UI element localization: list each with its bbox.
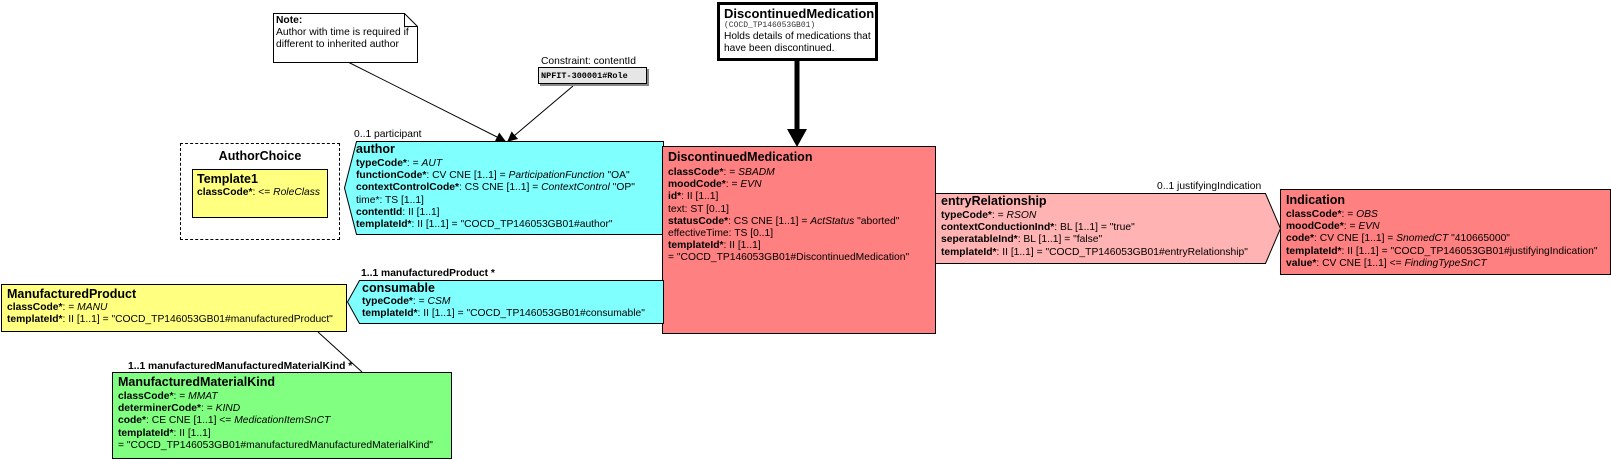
constraint-connector [507, 85, 574, 142]
template1-class-code: classCode*: <= RoleClass [197, 187, 321, 198]
author-box: author typeCode*: = AUT functionCode*: C… [356, 142, 656, 231]
entry-assoc-label: 0..1 justifyingIndication [1157, 181, 1262, 192]
entry-title: entryRelationship [941, 194, 1047, 208]
indication-class-code: classCode*: = OBS [1286, 209, 1378, 220]
main-template-id-value: = "COCD_TP146053GB01#DiscontinuedMedicat… [668, 252, 910, 264]
indication-mood-code: moodCode*: = EVN [1286, 221, 1380, 233]
indication-box: Indication classCode*: = OBS moodCode*: … [1280, 189, 1611, 275]
header-code: (COCD_TP146053GB01) [724, 21, 816, 30]
product-template-id: templateId*: II [1..1] = "COCD_TP146053G… [7, 314, 333, 326]
material-box: ManufacturedMaterialKind classCode*: = M… [112, 372, 452, 459]
main-class-code: classCode*: = SBADM [668, 167, 775, 178]
main-id: id*: II [1..1] [668, 191, 719, 203]
main-mood-code: moodCode*: = EVN [668, 179, 762, 191]
consumable-type-code: typeCode*: = CSM [362, 296, 451, 307]
consumable-assoc-label: 1..1 manufacturedProduct * [361, 268, 495, 279]
consumable-box: consumable typeCode*: = CSM templateId*:… [362, 281, 662, 320]
indication-code: code*: CV CNE [1..1] = SnomedCT "4106650… [1286, 233, 1510, 245]
note-box [273, 13, 418, 63]
entry-type-code: typeCode*: = RSON [941, 210, 1037, 221]
entry-relationship-box: entryRelationship typeCode*: = RSON cont… [941, 194, 1271, 259]
template1-box: Template1 classCode*: <= RoleClass [192, 169, 328, 218]
indication-value: value*: CV CNE [1..1] <= FindingTypeSnCT [1286, 257, 1487, 269]
entry-relationship-shape [935, 193, 1281, 264]
main-act-box: DiscontinuedMedication classCode*: = SBA… [662, 146, 936, 334]
header-title: DiscontinuedMedication [724, 6, 875, 21]
author-context-control-code: contextControlCode*: CS CNE [1..1] = Con… [356, 182, 635, 194]
material-connector [317, 331, 363, 373]
material-determiner-code: determinerCode*: = KIND [118, 403, 241, 415]
template1-title: Template1 [197, 172, 258, 186]
material-template-id: templateId*: II [1..1] [118, 427, 211, 439]
consumable-template-id: templateId*: II [1..1] = "COCD_TP146053G… [362, 308, 645, 320]
main-text: text: ST [0..1] [668, 203, 730, 215]
main-effective-time: effectiveTime: TS [0..1] [668, 228, 774, 240]
constraint-value: NPFIT-300001#Role [538, 67, 647, 84]
author-function-code: functionCode*: CV CNE [1..1] = Participa… [356, 170, 630, 182]
note-text: Note: Author with time is required if di… [276, 15, 411, 52]
material-assoc-label: 1..1 manufacturedManufacturedMaterialKin… [128, 361, 353, 372]
author-type-code: typeCode*: = AUT [356, 158, 443, 169]
entry-context-conduction: contextConductionInd*: BL [1..1] = "true… [941, 222, 1135, 234]
entry-template-id: templateId*: II [1..1] = "COCD_TP146053G… [941, 246, 1248, 258]
consumable-title: consumable [362, 281, 435, 295]
note-line1: Author with time is required if [276, 27, 409, 39]
material-title: ManufacturedMaterialKind [118, 375, 275, 389]
author-template-id: templateId*: II [1..1] = "COCD_TP146053G… [356, 219, 613, 231]
note-title: Note: [276, 15, 303, 26]
author-choice-title: AuthorChoice [218, 149, 302, 163]
header-desc-line2: have been discontinued. [724, 43, 835, 55]
consumable-shape [347, 280, 664, 324]
main-title: DiscontinuedMedication [668, 150, 813, 164]
material-template-id-value: = "COCD_TP146053GB01#manufacturedManufac… [118, 439, 433, 451]
author-assoc-label: 0..1 participant [354, 129, 422, 140]
constraint-title: Constraint: contentId [541, 56, 637, 67]
note-line2: different to inherited author [276, 39, 399, 51]
header-arrowhead [787, 129, 807, 147]
material-code: code*: CE CNE [1..1] <= MedicationItemSn… [118, 415, 331, 427]
header-box: DiscontinuedMedication (COCD_TP146053GB0… [717, 2, 878, 61]
product-title: ManufacturedProduct [7, 287, 137, 301]
product-box: ManufacturedProduct classCode*: = MANU t… [1, 284, 347, 332]
product-class-code: classCode*: = MANU [7, 302, 108, 313]
note-connector [339, 57, 506, 142]
main-status-code: statusCode*: CS CNE [1..1] = ActStatus "… [668, 215, 900, 227]
author-title: author [356, 142, 395, 156]
indication-template-id: templateId*: II [1..1] = "COCD_TP146053G… [1286, 245, 1598, 257]
indication-title: Indication [1286, 193, 1346, 207]
entry-seperatable: seperatableInd*: BL [1..1] = "false" [941, 234, 1103, 246]
author-time: time*: TS [1..1] [356, 194, 424, 206]
header-desc-line1: Holds details of medications that [724, 31, 871, 42]
main-template-id: templateId*: II [1..1] [668, 240, 761, 252]
material-class-code: classCode*: = MMAT [118, 391, 218, 402]
author-content-id: contentId: II [1..1] [356, 206, 440, 218]
